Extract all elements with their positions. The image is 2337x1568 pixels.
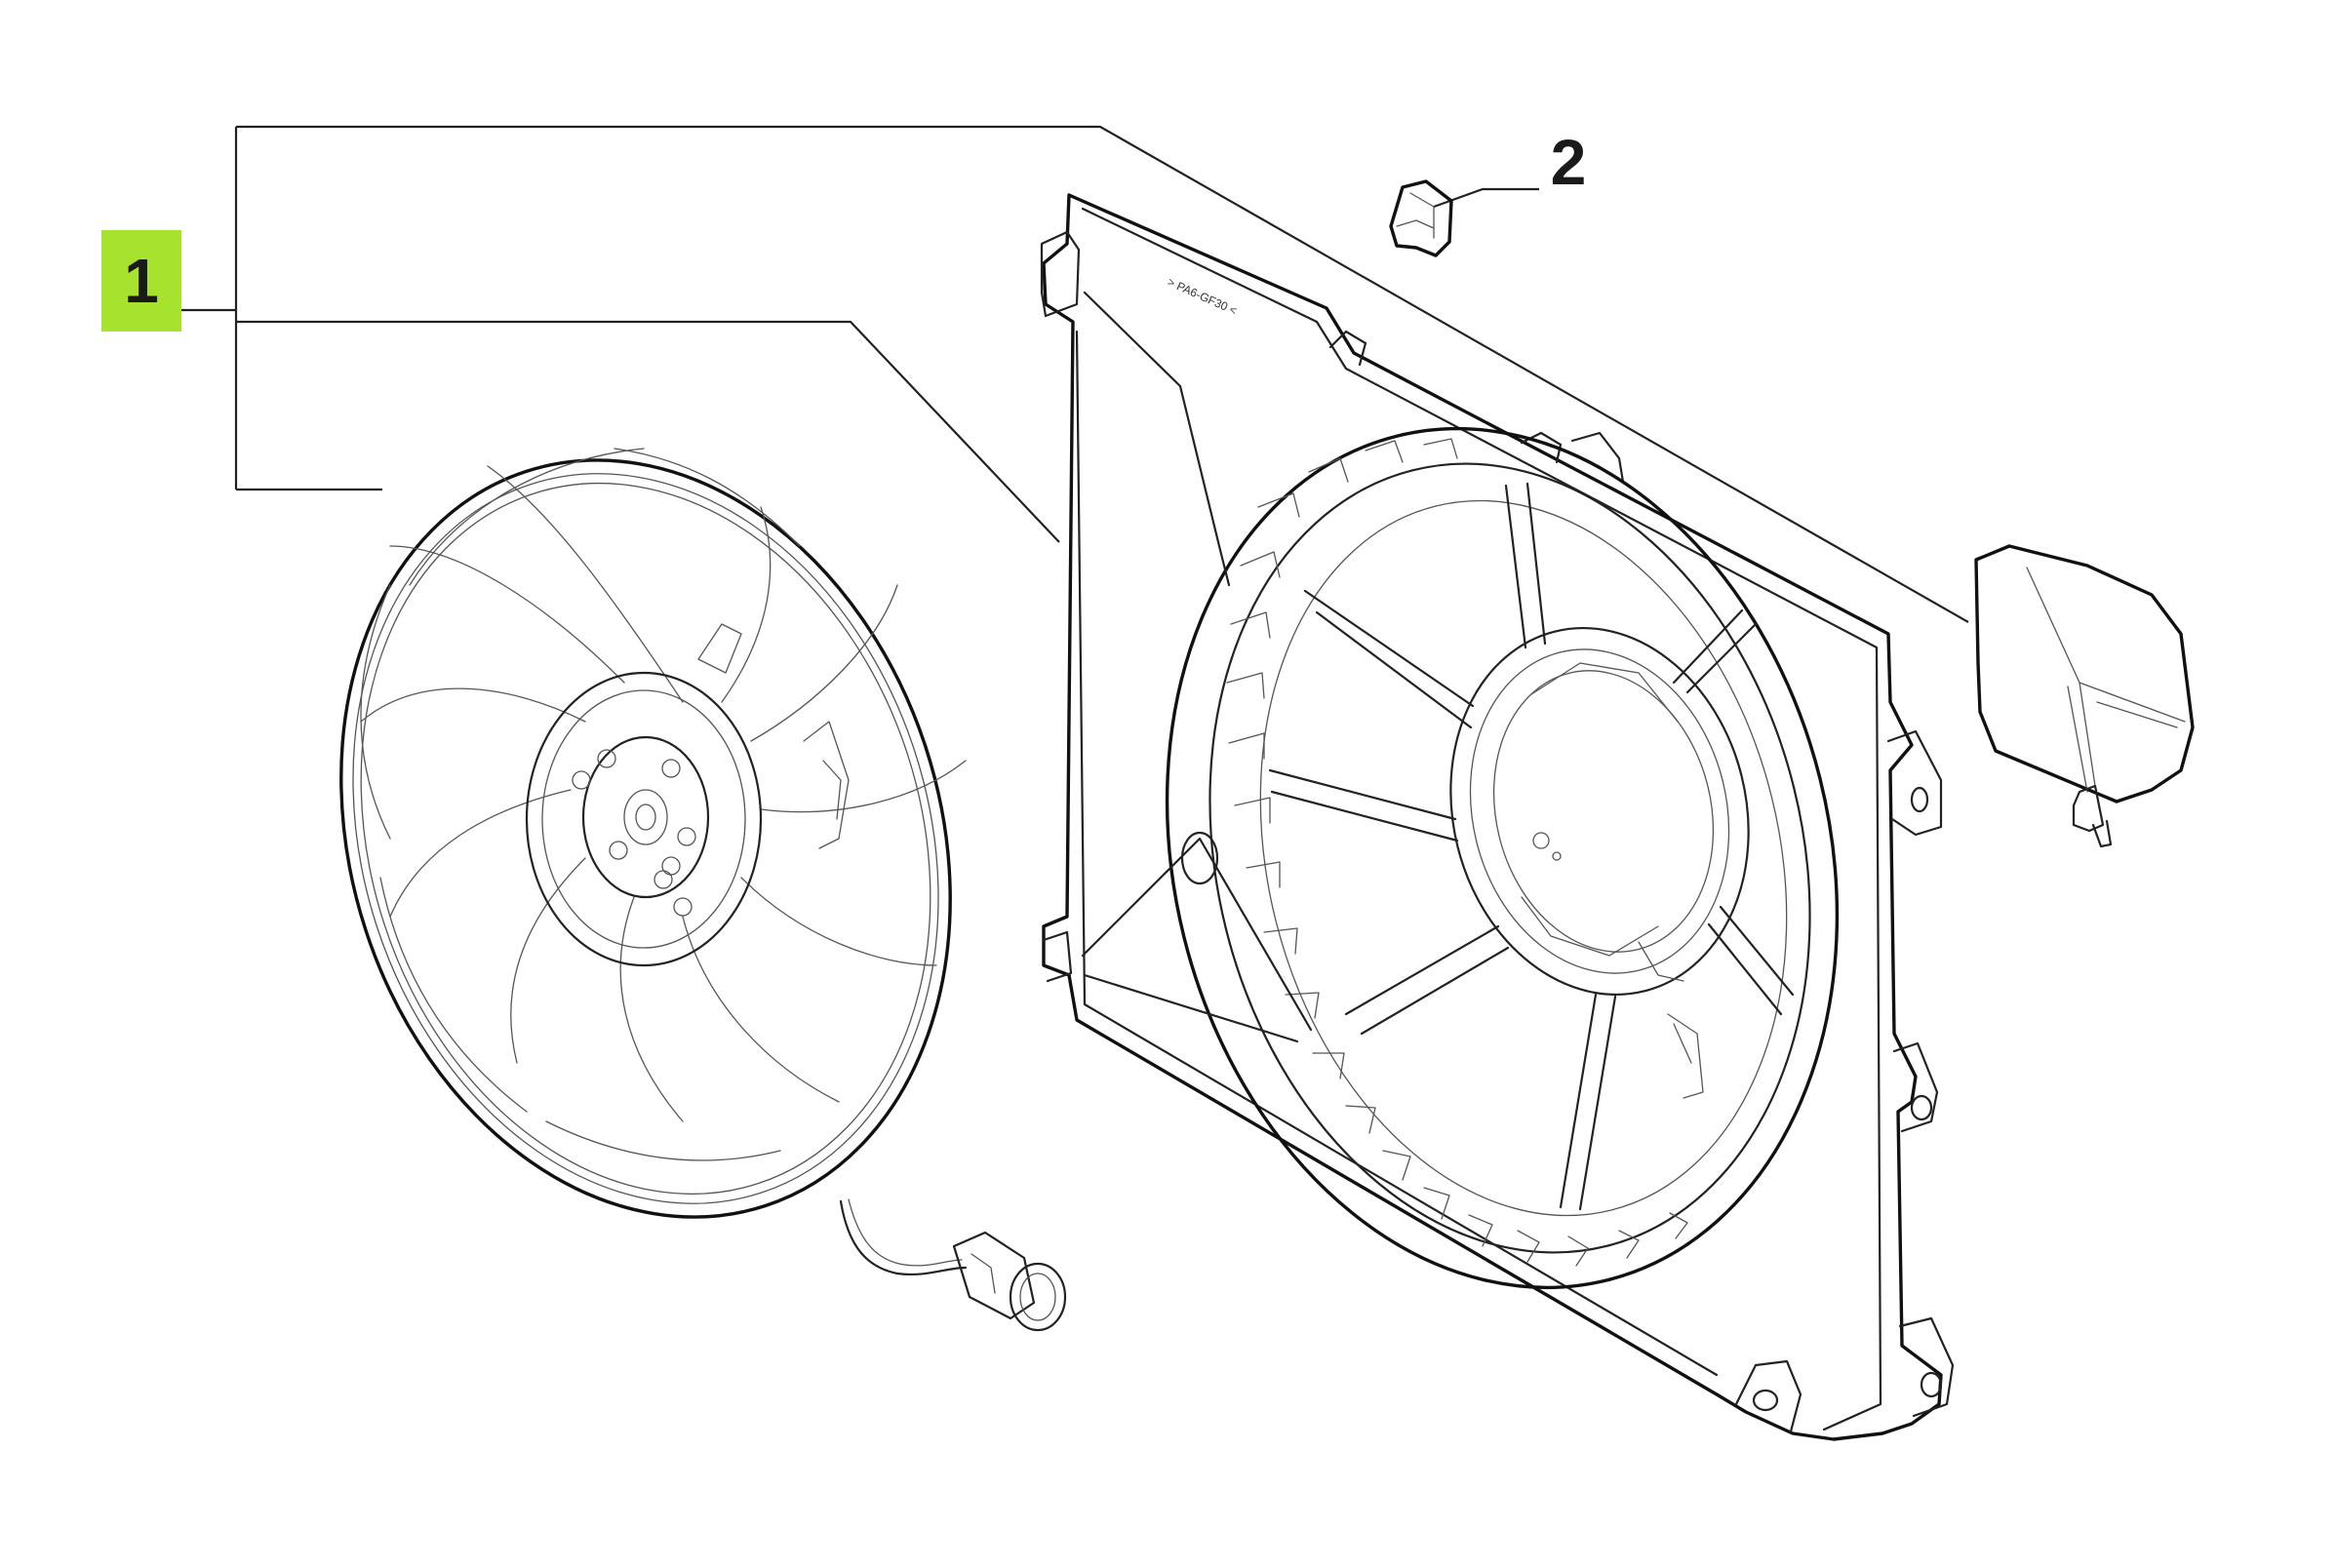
fan-shroud: > PA6-GF30 < — [1040, 193, 1955, 1441]
callout-1-label: 1 — [124, 246, 159, 316]
callout-2[interactable]: 2 — [1539, 123, 1598, 201]
fan-connector — [952, 1231, 1067, 1332]
cover-plate — [1974, 544, 2195, 848]
fan-assembly — [339, 448, 1067, 1332]
leader-lines — [181, 125, 1969, 623]
callout-1[interactable]: 1 — [101, 230, 181, 332]
shroud-marking: > PA6-GF30 < — [1166, 275, 1240, 318]
callout-2-label: 2 — [1550, 126, 1587, 198]
clip-part — [1389, 179, 1453, 257]
